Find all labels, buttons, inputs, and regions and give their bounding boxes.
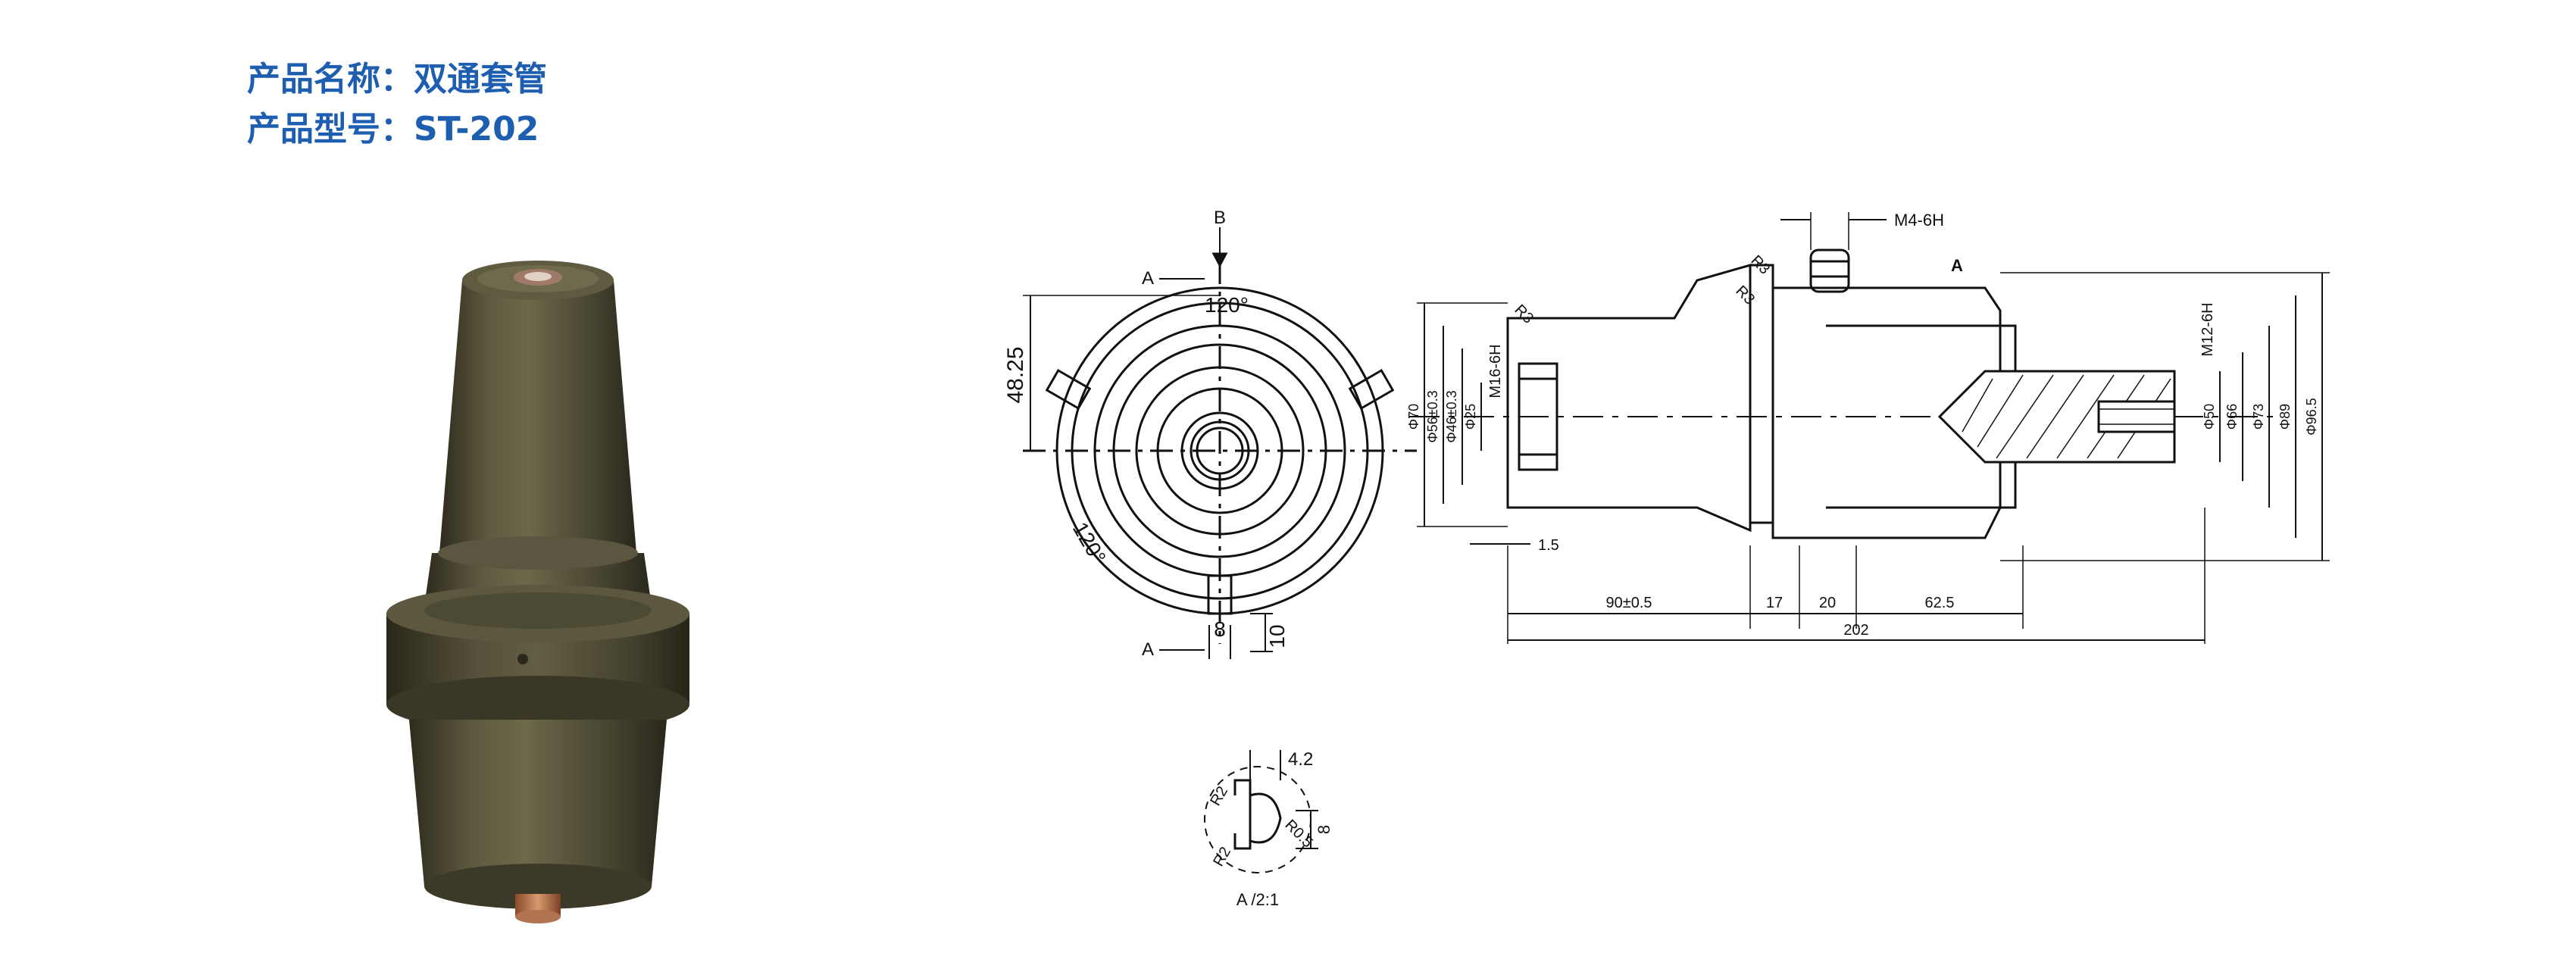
dim-17-label: 17 <box>1766 595 1783 611</box>
phi-25-label: Φ25 <box>1463 404 1478 430</box>
phi-89-label: Φ89 <box>2277 404 2293 430</box>
dim-20-label: 20 <box>1819 595 1836 611</box>
detail-caption: A /2:1 <box>1236 890 1279 909</box>
phi-56-label: Φ56±0.3 <box>1425 390 1440 442</box>
dim-62-5-label: 62.5 <box>1925 595 1955 611</box>
detail-radius-top: R2 <box>1207 783 1231 808</box>
radius-1-label: R3 <box>1747 252 1773 278</box>
slot-bottom <box>1207 574 1233 615</box>
insulator-bottom-body <box>409 720 667 909</box>
detail-view <box>1204 750 1318 873</box>
dim-90-label: 90±0.5 <box>1605 595 1652 611</box>
insulator-top-cone <box>439 261 636 553</box>
technical-drawings: B A A 120° 120° 48.25 8 10 4.2 R2 R2 R0.… <box>1003 208 2330 909</box>
phi-965-label: Φ96.5 <box>2304 398 2319 435</box>
body-outline <box>1506 264 1752 533</box>
product-model: 产品型号：ST-202 <box>247 110 539 148</box>
side-view <box>1409 212 2330 644</box>
dim-202-label: 202 <box>1843 622 1868 639</box>
product-info: 产品名称：双通套管 产品型号：ST-202 <box>247 55 547 155</box>
front-view <box>1023 227 1417 659</box>
inner-insert <box>1937 370 2176 464</box>
thread-bore-right <box>2097 400 2176 433</box>
dim-height-label: 48.25 <box>1003 346 1028 403</box>
dim-1-5-label: 1.5 <box>1538 537 1559 554</box>
detail-height-label: 8 <box>1315 825 1333 834</box>
flange-bead <box>1809 248 1850 293</box>
phi-66-label: Φ66 <box>2224 404 2240 430</box>
angle-top-label: 120° <box>1205 293 1249 317</box>
phi-46-label: Φ46±0.3 <box>1444 390 1459 442</box>
view-a-top-label: A <box>1142 268 1154 289</box>
phi-70-label: Φ70 <box>1406 404 1421 430</box>
section-a-label: A <box>1951 256 1963 275</box>
radius-3-label: R3 <box>1511 302 1537 327</box>
detail-width-label: 4.2 <box>1288 749 1313 770</box>
product-photo <box>386 261 689 923</box>
insulator-flange <box>386 585 689 733</box>
slot-left <box>1045 368 1092 411</box>
slot-right <box>1348 368 1395 411</box>
bore-left <box>1518 362 1558 471</box>
phi-50-label: Φ50 <box>2202 404 2217 430</box>
thread-right-label: M12-6H <box>2199 302 2216 356</box>
thread-left-label: M16-6H <box>1487 344 1504 398</box>
top-terminal <box>514 269 562 286</box>
phi-73-label: Φ73 <box>2251 404 2266 430</box>
dim-depth-label: 10 <box>1265 624 1289 648</box>
view-a-bottom-label: A <box>1142 639 1154 660</box>
thread-top-label: M4-6H <box>1894 211 1944 230</box>
product-name: 产品名称：双通套管 <box>247 60 547 98</box>
dim-slot-label: 8 <box>1214 617 1226 641</box>
radius-2-label: R3 <box>1732 283 1758 308</box>
bottom-terminal <box>515 894 561 923</box>
view-b-label: B <box>1214 208 1226 228</box>
